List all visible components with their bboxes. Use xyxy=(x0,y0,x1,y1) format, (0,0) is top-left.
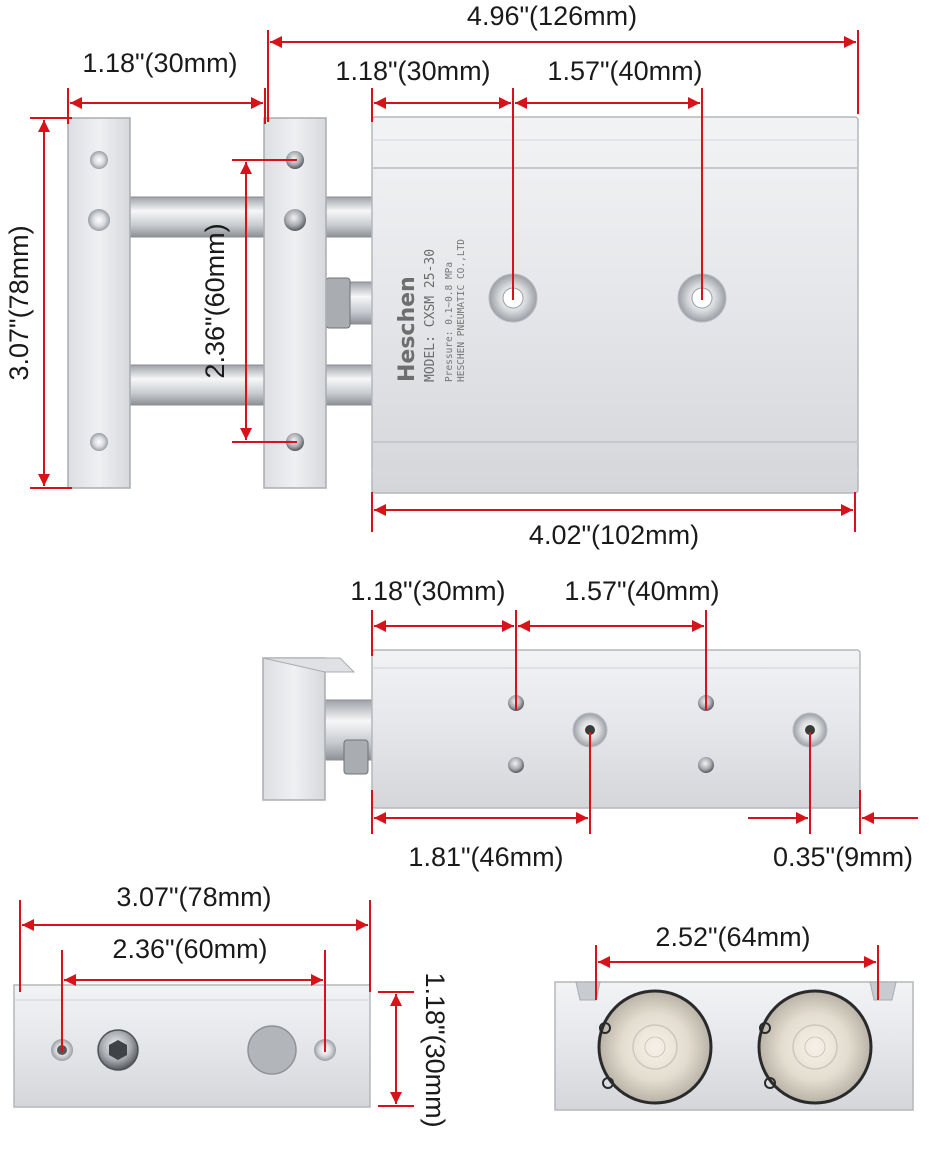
dim-plate-height: 3.07"(78mm) xyxy=(4,225,34,380)
dim-end-height: 1.18"(30mm) xyxy=(420,972,450,1127)
dim-rear-bore-spacing: 2.52"(64mm) xyxy=(655,922,810,952)
side-nut xyxy=(343,739,369,775)
dim-side-end-distance: 0.35"(9mm) xyxy=(773,842,913,872)
top-view: Heschen MODEL: CXSM 25-30 Pressure: 0.1~… xyxy=(4,1,859,550)
rear-bore-left xyxy=(597,989,713,1105)
right-end-plate xyxy=(263,117,327,489)
cylinder-body xyxy=(371,116,859,494)
dim-port-offset: 1.18"(30mm) xyxy=(335,56,490,86)
end-plate-body xyxy=(13,984,371,1108)
guide-rod-upper xyxy=(119,196,383,238)
end-view: 3.07"(78mm) 2.36"(60mm) 1.18"(30mm) xyxy=(13,882,450,1128)
rear-bore-right xyxy=(757,989,873,1105)
brand-label: Heschen xyxy=(395,276,420,382)
model-label: MODEL: CXSM 25-30 xyxy=(423,249,438,382)
dim-side-hole-spacing: 1.57"(40mm) xyxy=(564,576,719,606)
side-mount-hole xyxy=(508,757,524,773)
dim-side-hole-offset: 1.18"(30mm) xyxy=(350,576,505,606)
maker-label: HESCHEN PNEUMATIC CO.,LTD xyxy=(456,239,467,382)
plate-hole xyxy=(88,209,110,231)
dim-port-spacing: 1.57"(40mm) xyxy=(547,56,702,86)
rear-view: 2.52"(64mm) xyxy=(554,922,914,1111)
dim-end-width: 3.07"(78mm) xyxy=(116,882,271,912)
plate-hole xyxy=(90,433,108,451)
side-mount-hole xyxy=(698,757,714,773)
left-end-plate xyxy=(67,117,131,489)
side-end-plate xyxy=(262,657,326,801)
dim-plate-gap: 1.18"(30mm) xyxy=(82,48,237,78)
side-view: 1.18"(30mm) 1.57"(40mm) 1.81"(46mm) 0.35… xyxy=(262,576,918,872)
plate-bolt-hole xyxy=(284,209,306,231)
dim-end-hole-spacing: 2.36"(60mm) xyxy=(112,934,267,964)
end-guide-rod xyxy=(247,1025,297,1075)
guide-rod-lower xyxy=(119,364,383,406)
dim-bolt-spacing: 2.36"(60mm) xyxy=(200,223,230,378)
dim-side-port-distance: 1.81"(46mm) xyxy=(408,842,563,872)
pressure-label: Pressure: 0.1~0.8 MPa xyxy=(444,262,455,382)
rod-nut xyxy=(325,277,351,329)
dim-overall-length: 4.96"(126mm) xyxy=(467,1,637,31)
dim-body-length: 4.02"(102mm) xyxy=(529,520,699,550)
plate-hole xyxy=(90,151,108,169)
side-cylinder-body xyxy=(371,649,861,809)
